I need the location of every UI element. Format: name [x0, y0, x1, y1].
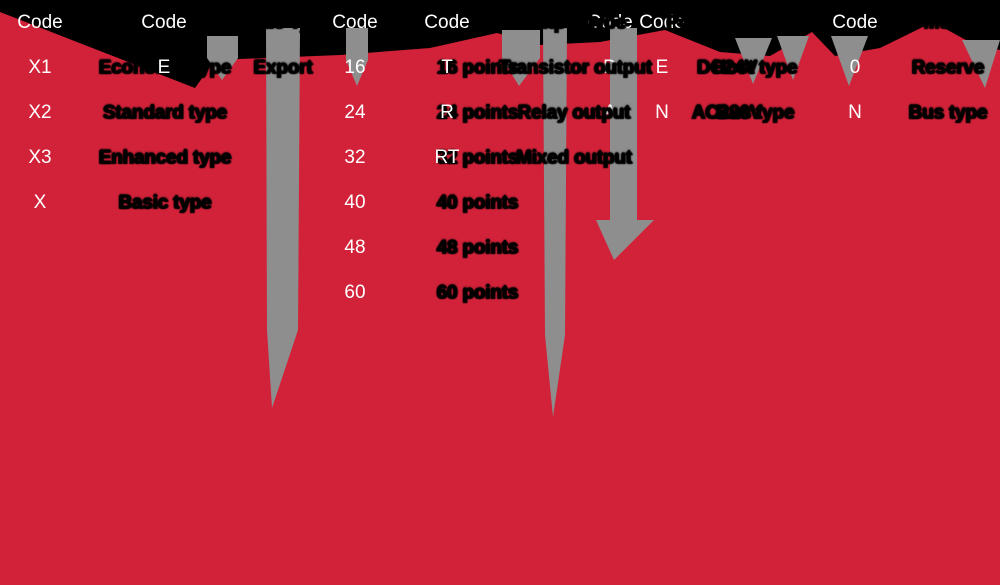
- section-header-row: Code I/O number: [305, 0, 550, 45]
- row-label: AC220V: [691, 101, 763, 123]
- arrow-to-mode1-right: [777, 36, 809, 80]
- arrow-to-mode2-left: [831, 36, 868, 86]
- section-header-row: Code Trade Type: [115, 0, 353, 45]
- row-label: 32 points: [436, 146, 519, 168]
- table-row: N Bus type: [812, 90, 998, 135]
- row-label: Bus type: [715, 101, 795, 123]
- code-column-label: Code: [17, 11, 63, 33]
- table-row: X Basic type: [0, 180, 250, 225]
- row-code: RT: [434, 146, 460, 168]
- table-row: RT Mixed output: [395, 135, 649, 180]
- top-model-silhouette: [0, 0, 1000, 88]
- section-header: PLC type: [124, 11, 206, 33]
- table-row: X1 Economic type: [0, 45, 250, 90]
- table-row: D DC24V: [560, 45, 794, 90]
- row-code: X1: [28, 56, 52, 78]
- section-header-row: Code PLC type: [0, 0, 250, 45]
- row-code: 48: [344, 236, 366, 258]
- code-column-label: Code: [332, 11, 378, 33]
- code-column-label: Code: [424, 11, 470, 33]
- code-column-label: Code: [141, 11, 187, 33]
- arrow-to-plc-type: [207, 36, 238, 80]
- row-label: Basic type: [118, 191, 212, 213]
- row-label: Reserve: [911, 56, 985, 78]
- table-row: 60 60 points: [305, 270, 550, 315]
- arrow-to-mode2-right: [962, 40, 1000, 88]
- row-code: 60: [344, 281, 366, 303]
- section-io-number: Code I/O number 16 16 points 24 24 point…: [305, 0, 550, 315]
- section-header-row: Code Mode: [812, 0, 998, 45]
- row-code: E: [157, 56, 171, 78]
- section-header: Trade Type: [234, 11, 332, 33]
- row-code: T: [441, 56, 453, 78]
- row-code: D: [603, 56, 617, 78]
- row-label: 60 points: [436, 281, 519, 303]
- section-header: I/O number: [428, 11, 527, 33]
- row-label: Economic type: [98, 56, 232, 78]
- section-header: Output type: [521, 11, 627, 33]
- table-row: 24 24 points: [305, 90, 550, 135]
- row-code: 0: [849, 56, 861, 78]
- table-row: R Relay output: [395, 90, 649, 135]
- arrow-to-mode1-left: [735, 38, 772, 84]
- section-header-row: Code Power supply: [560, 0, 794, 45]
- section-mode-1: Code Mode E Host type N Bus type: [620, 0, 806, 135]
- row-code: 32: [344, 146, 366, 168]
- code-column-label: Code: [587, 11, 633, 33]
- section-output-type: Code Output type T Transistor output R R…: [395, 0, 652, 180]
- arrow-to-io-number: [502, 30, 540, 86]
- row-label: Transistor output: [499, 56, 652, 78]
- section-header: Mode: [730, 11, 780, 33]
- section-header-row: Code Mode: [620, 0, 806, 45]
- row-code: N: [655, 101, 669, 123]
- row-label: DC24V: [696, 56, 758, 78]
- row-label: Standard type: [102, 101, 228, 123]
- row-label: 16 points: [436, 56, 519, 78]
- row-code: E: [655, 56, 669, 78]
- row-code: 24: [344, 101, 366, 123]
- table-row: 40 40 points: [305, 180, 550, 225]
- code-column-label: Code: [832, 11, 878, 33]
- table-row: E Host type: [620, 45, 806, 90]
- row-label: Relay output: [517, 101, 631, 123]
- table-row: X3 Enhanced type: [0, 135, 250, 180]
- row-label: Export: [253, 56, 313, 78]
- row-label: 48 points: [436, 236, 519, 258]
- section-power-supply: Code Power supply D DC24V A AC220V: [560, 0, 794, 135]
- table-row: A AC220V: [560, 90, 794, 135]
- arrow-to-io-code: [346, 28, 368, 86]
- row-label: Bus type: [908, 101, 988, 123]
- row-code: X2: [28, 101, 52, 123]
- row-label: 40 points: [436, 191, 519, 213]
- arrow-to-output-type: [543, 28, 567, 417]
- row-code: N: [848, 101, 862, 123]
- table-row: E Export: [115, 45, 353, 90]
- section-mode-2: Code Mode 0 Reserve N Bus type: [812, 0, 998, 135]
- section-trade-type: Code Trade Type E Export: [115, 0, 353, 90]
- table-row: X2 Standard type: [0, 90, 250, 135]
- row-code: 40: [344, 191, 366, 213]
- code-column-label: Code: [639, 11, 685, 33]
- row-code: 16: [344, 56, 366, 78]
- table-row: N Bus type: [620, 90, 806, 135]
- row-code: X: [33, 191, 47, 213]
- section-plc-type: Code PLC type X1 Economic type X2 Standa…: [0, 0, 250, 225]
- row-label: 24 points: [436, 101, 519, 123]
- section-header-row: Code Output type: [395, 0, 649, 45]
- row-label: Enhanced type: [98, 146, 232, 168]
- table-row: 0 Reserve: [812, 45, 998, 90]
- row-label: Mixed output: [516, 146, 632, 168]
- section-header: Power supply: [666, 11, 788, 33]
- row-label: Host type: [712, 56, 798, 78]
- row-code: R: [440, 101, 454, 123]
- arrow-to-trade-type: [266, 28, 300, 408]
- section-header: Mode: [923, 11, 973, 33]
- table-row: 16 16 points: [305, 45, 550, 90]
- row-code: X3: [28, 146, 52, 168]
- arrow-to-power-supply: [596, 28, 654, 260]
- table-row: 32 32 points: [305, 135, 550, 180]
- table-row: 48 48 points: [305, 225, 550, 270]
- table-row: T Transistor output: [395, 45, 652, 90]
- row-code: A: [603, 101, 617, 123]
